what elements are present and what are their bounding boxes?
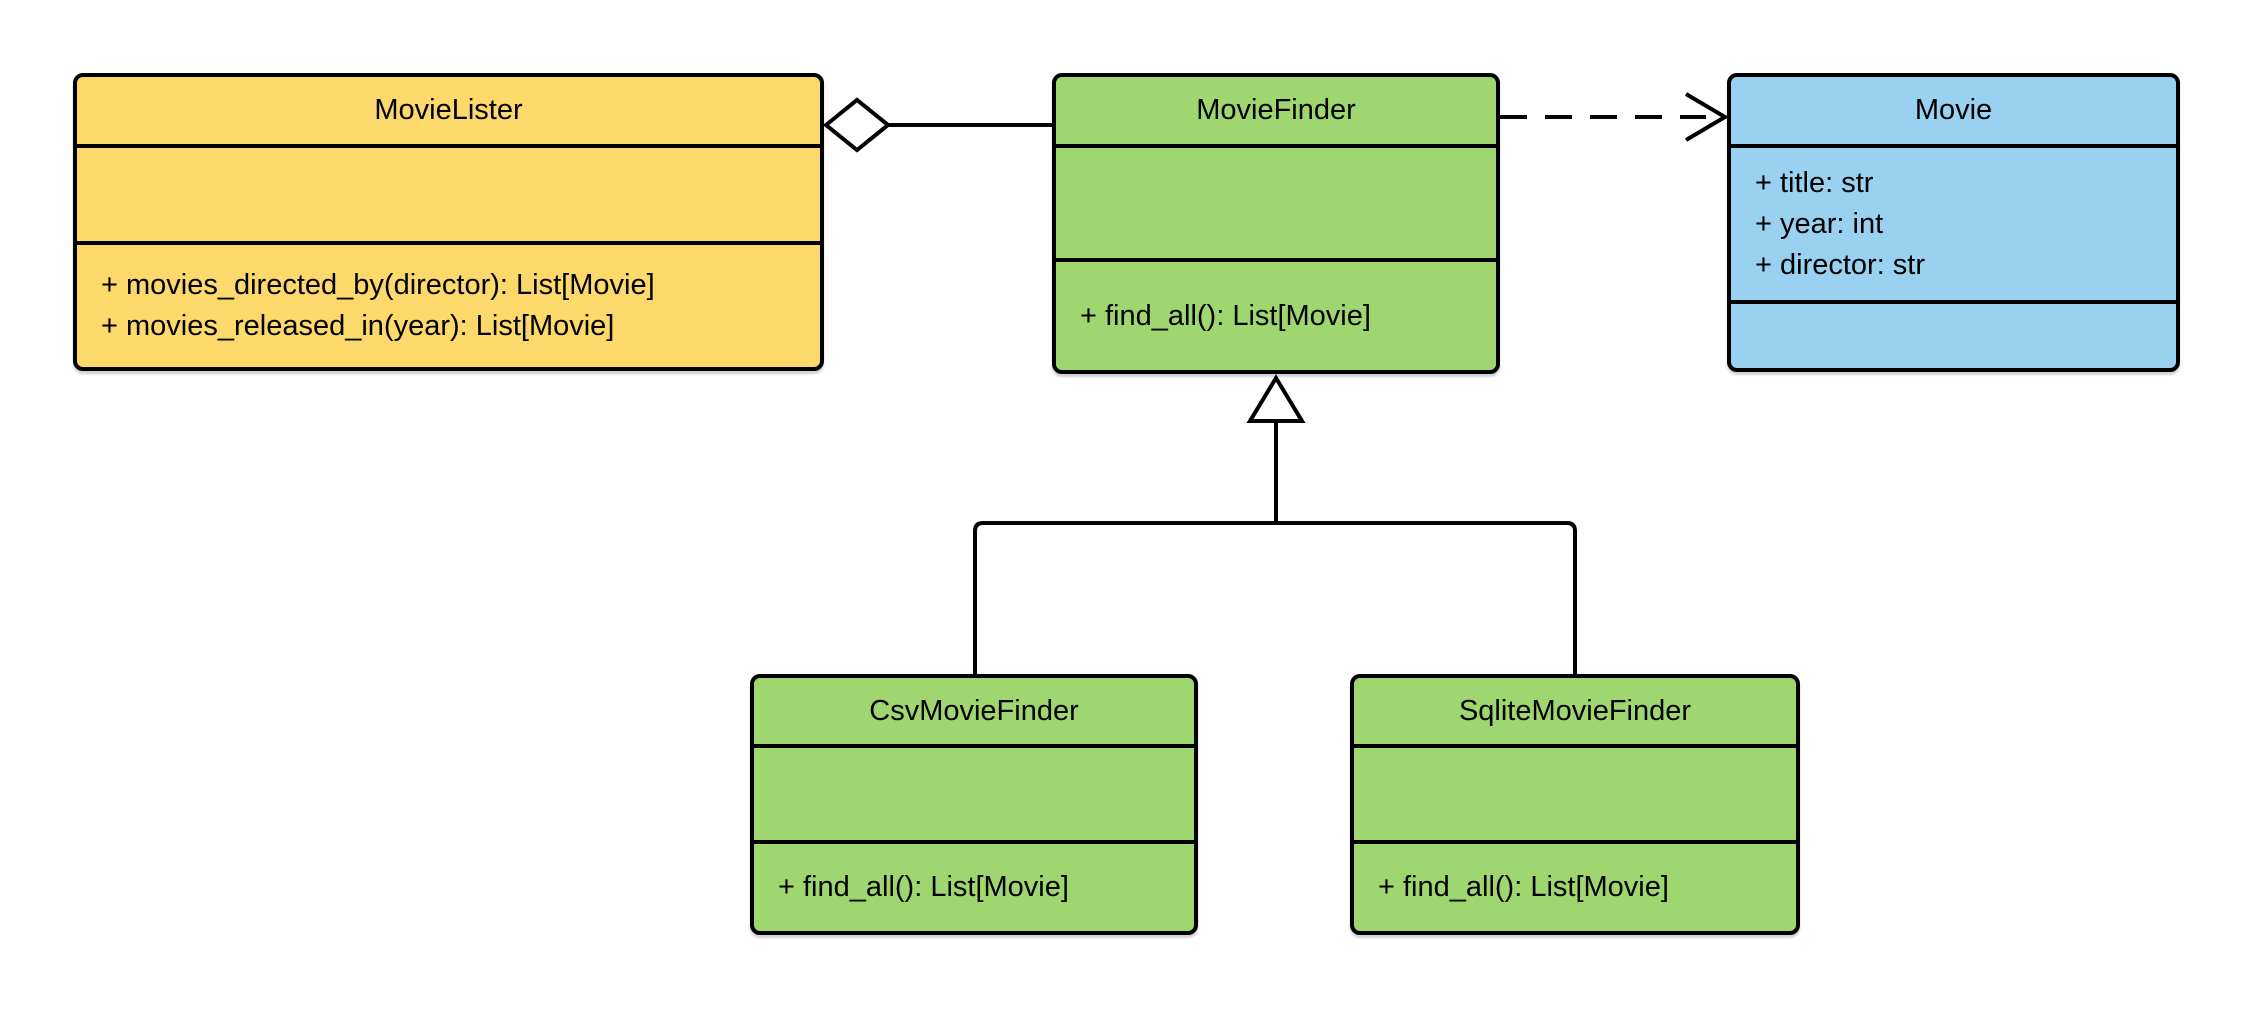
class-sqlitemoviefinder[interactable]: SqliteMovieFinder + find_all(): List[Mov… <box>1350 674 1800 935</box>
class-title: Movie <box>1731 77 2176 148</box>
methods-compartment: + find_all(): List[Movie] <box>1354 844 1796 931</box>
class-title: MovieLister <box>77 77 820 148</box>
attributes-compartment: + title: str + year: int + director: str <box>1731 148 2176 304</box>
method: + movies_directed_by(director): List[Mov… <box>101 269 655 301</box>
hollow-triangle-marker <box>1246 374 1306 423</box>
method: + find_all(): List[Movie] <box>1080 299 1371 332</box>
class-moviefinder[interactable]: MovieFinder + find_all(): List[Movie] <box>1052 73 1500 374</box>
methods-compartment: + find_all(): List[Movie] <box>1056 262 1496 370</box>
attribute: + title: str <box>1755 166 1874 199</box>
methods-compartment: + find_all(): List[Movie] <box>754 844 1194 931</box>
attributes-compartment <box>77 148 820 245</box>
generalization-branch-line <box>973 521 1577 674</box>
aggregation-connector[interactable] <box>822 97 1052 153</box>
class-movielister[interactable]: MovieLister + movies_directed_by(directo… <box>73 73 824 371</box>
hollow-diamond-marker <box>822 97 892 153</box>
method: + find_all(): List[Movie] <box>1378 871 1669 903</box>
attribute: + director: str <box>1755 248 1926 281</box>
attributes-compartment <box>754 748 1194 844</box>
class-movie[interactable]: Movie + title: str + year: int + directo… <box>1727 73 2180 372</box>
generalization-connector[interactable] <box>973 374 1577 674</box>
method: + find_all(): List[Movie] <box>778 871 1069 903</box>
open-arrowhead-marker <box>1684 92 1729 142</box>
class-title: CsvMovieFinder <box>754 678 1194 748</box>
dependency-connector[interactable] <box>1500 92 1729 142</box>
class-csvmoviefinder[interactable]: CsvMovieFinder + find_all(): List[Movie] <box>750 674 1198 935</box>
class-title: MovieFinder <box>1056 77 1496 148</box>
method: + movies_released_in(year): List[Movie] <box>101 310 615 342</box>
attribute: + year: int <box>1755 207 1884 240</box>
class-title: SqliteMovieFinder <box>1354 678 1796 748</box>
methods-compartment: + movies_directed_by(director): List[Mov… <box>77 245 820 367</box>
attributes-compartment <box>1354 748 1796 844</box>
attributes-compartment <box>1056 148 1496 262</box>
